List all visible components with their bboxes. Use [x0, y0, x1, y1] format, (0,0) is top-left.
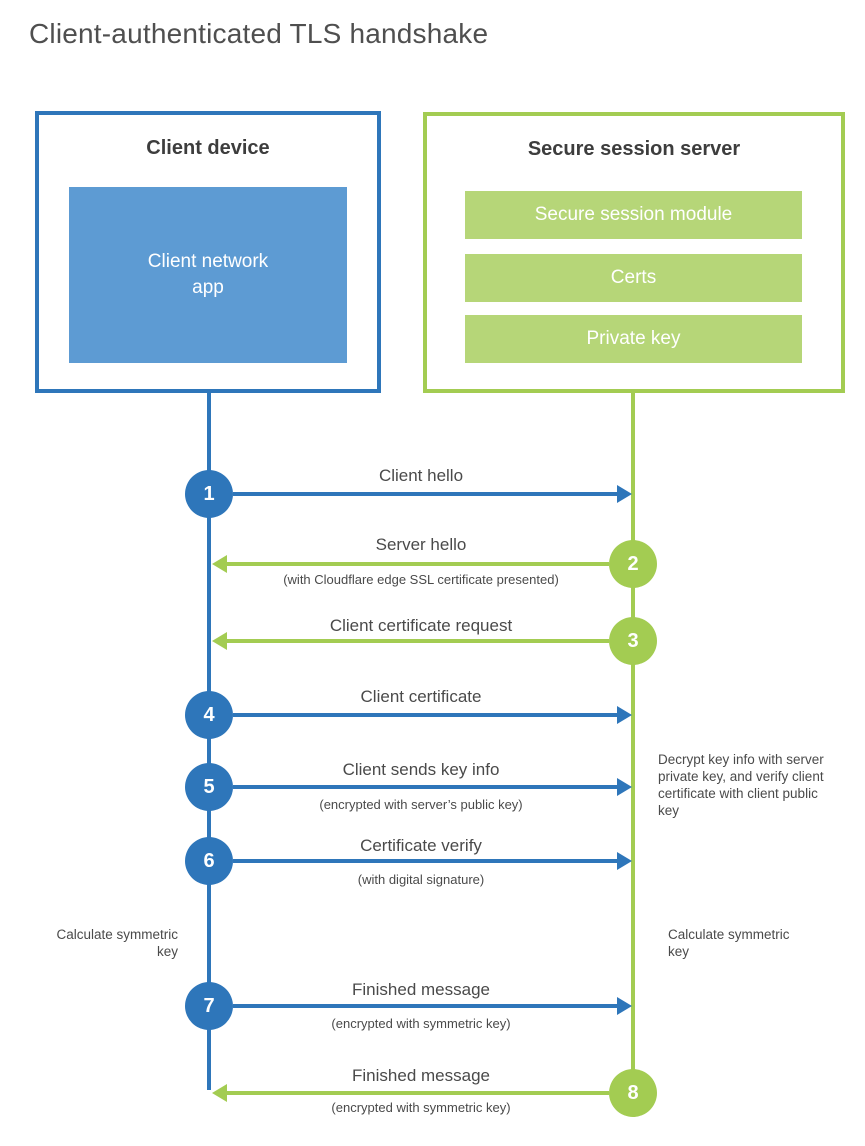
step-3-label: Client certificate request	[329, 616, 513, 635]
decrypt-key-info-note: Decrypt key info with server private key…	[658, 752, 824, 818]
server-module-private-key: Private key	[465, 315, 802, 363]
calculate-symmetric-key-note-client: Calculate symmetric key	[56, 927, 178, 959]
server-module-secure-session: Secure session module	[465, 191, 802, 239]
step-1-arrow-right-icon	[233, 485, 632, 503]
step-4-arrow-right-icon	[233, 706, 632, 724]
step-8-number-badge: 8	[609, 1069, 657, 1117]
step-2-arrow-left-icon	[212, 555, 609, 573]
step-8-sublabel: (encrypted with symmetric key)	[331, 1100, 511, 1115]
step-7-sublabel: (encrypted with symmetric key)	[331, 1016, 511, 1031]
step-2-sublabel: (with Cloudflare edge SSL certificate pr…	[283, 572, 559, 587]
step-7-arrow-right-icon	[233, 997, 632, 1015]
client-network-app-box: Client network app	[69, 187, 347, 363]
step-1-label: Client hello	[378, 466, 464, 485]
step-5-number-badge: 5	[185, 763, 233, 811]
step-5-label: Client sends key info	[342, 760, 500, 779]
step-6-arrow-right-icon	[233, 852, 632, 870]
client-device-box: Client device Client network app	[35, 111, 381, 393]
step-3-number-badge: 3	[609, 617, 657, 665]
step-7-number-badge: 7	[185, 982, 233, 1030]
step-6-sublabel: (with digital signature)	[357, 872, 485, 887]
step-6-number-badge: 6	[185, 837, 233, 885]
step-6-label: Certificate verify	[360, 836, 482, 855]
secure-session-server-box: Secure session server Secure session mod…	[423, 112, 845, 393]
step-3-arrow-left-icon	[212, 632, 609, 650]
client-device-title: Client device	[146, 137, 270, 159]
step-4-number-badge: 4	[185, 691, 233, 739]
step-5-sublabel: (encrypted with server’s public key)	[319, 797, 523, 812]
step-5-arrow-right-icon	[233, 778, 632, 796]
calculate-symmetric-key-note-server: Calculate symmetric key	[668, 927, 790, 959]
step-2-label: Server hello	[375, 535, 467, 554]
secure-session-server-title: Secure session server	[527, 138, 741, 160]
client-network-app-label: Client network app	[147, 251, 269, 298]
server-module-certs: Certs	[465, 254, 802, 302]
page-title: Client-authenticated TLS handshake	[29, 18, 489, 49]
step-4-label: Client certificate	[360, 687, 482, 706]
step-2-number-badge: 2	[609, 540, 657, 588]
step-8-label: Finished message	[352, 1066, 490, 1085]
step-1-number-badge: 1	[185, 470, 233, 518]
step-7-label: Finished message	[352, 980, 490, 999]
client-lifeline	[207, 393, 211, 1090]
server-lifeline	[631, 393, 635, 1093]
step-8-arrow-left-icon	[212, 1084, 609, 1102]
